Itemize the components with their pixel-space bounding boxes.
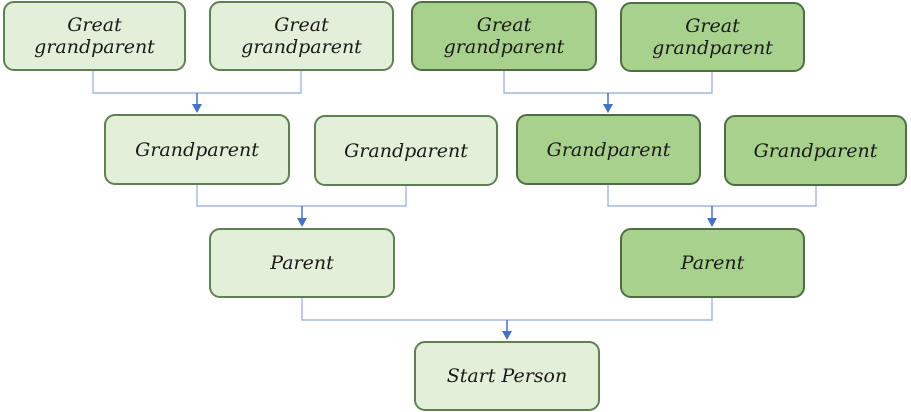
connector-gg3-gg4-to-g3	[503, 71, 713, 113]
great-grandparent-node-2: Great grandparent	[209, 1, 394, 71]
parent-node-2: Parent	[620, 228, 805, 298]
grandparent-node-2: Grandparent	[314, 115, 498, 186]
start-person-node: Start Person	[414, 341, 600, 411]
connector-gg1-gg2-to-g1	[92, 71, 302, 113]
connector-g1-g2-to-p1	[196, 185, 407, 227]
grandparent-node-1: Grandparent	[104, 114, 290, 185]
great-grandparent-node-3: Great grandparent	[411, 1, 597, 71]
connector-p1-p2-to-start	[301, 298, 713, 340]
great-grandparent-node-1: Great grandparent	[3, 1, 186, 71]
grandparent-node-3: Grandparent	[516, 114, 701, 185]
parent-node-1: Parent	[209, 228, 395, 298]
grandparent-node-4: Grandparent	[724, 115, 907, 186]
great-grandparent-node-4: Great grandparent	[620, 2, 805, 72]
connector-g3-g4-to-p2	[607, 185, 817, 227]
